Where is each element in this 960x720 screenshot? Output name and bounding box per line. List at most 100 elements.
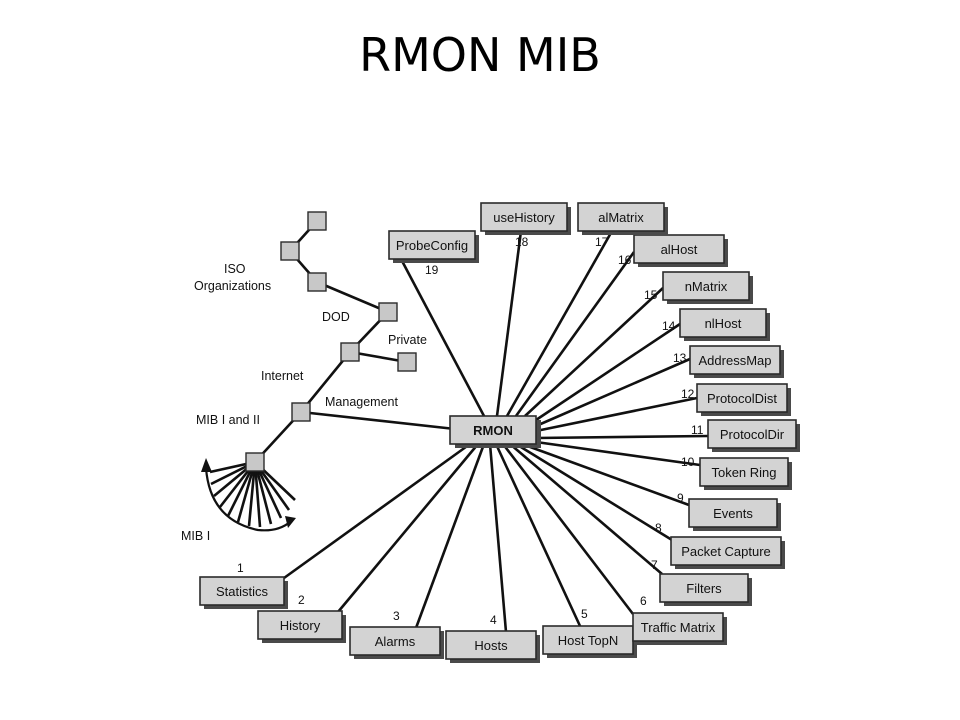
spoke-alhost bbox=[514, 251, 636, 417]
tree-node-dod bbox=[378, 302, 398, 322]
group-label-addressmap: AddressMap bbox=[699, 353, 772, 368]
group-label-probeconfig: ProbeConfig bbox=[396, 238, 468, 253]
spoke-nlhost bbox=[535, 322, 681, 422]
group-box-nmatrix: nMatrix bbox=[662, 271, 753, 304]
label-management: Management bbox=[325, 395, 398, 409]
box-frame bbox=[688, 498, 778, 528]
box-frame bbox=[445, 630, 537, 660]
group-number-8: 8 bbox=[655, 521, 662, 535]
mib1-arrow bbox=[204, 467, 291, 532]
spoke-statistics bbox=[283, 442, 471, 580]
group-number-13: 13 bbox=[673, 351, 687, 365]
group-number-18: 18 bbox=[515, 235, 529, 249]
group-number-1: 1 bbox=[237, 561, 244, 575]
box-frame bbox=[199, 576, 285, 606]
group-box-history: History bbox=[257, 610, 346, 643]
box-frame bbox=[257, 610, 343, 640]
spoke-usehistory bbox=[495, 230, 523, 417]
spoke-protocoldir bbox=[535, 434, 709, 440]
spoke-traffic-matrix bbox=[501, 443, 635, 615]
group-label-traffic-matrix: Traffic Matrix bbox=[641, 620, 716, 635]
group-number-10: 10 bbox=[681, 455, 695, 469]
box-frame bbox=[707, 419, 797, 449]
group-number-19: 19 bbox=[425, 263, 439, 277]
group-number-14: 14 bbox=[662, 319, 676, 333]
group-box-almatrix: alMatrix bbox=[577, 202, 668, 235]
group-box-hosts: Hosts bbox=[445, 630, 540, 663]
spoke-almatrix bbox=[505, 230, 614, 417]
spoke-host-topn bbox=[494, 443, 582, 627]
group-label-statistics: Statistics bbox=[216, 584, 269, 599]
group-number-4: 4 bbox=[490, 613, 497, 627]
rmon-spokes bbox=[283, 230, 709, 633]
group-number-9: 9 bbox=[677, 491, 684, 505]
group-box-token-ring: Token Ring bbox=[699, 457, 792, 490]
spoke-token-ring bbox=[535, 440, 701, 467]
group-number-16: 16 bbox=[618, 253, 632, 267]
tree-node-internet bbox=[340, 342, 360, 362]
group-label-protocoldir: ProtocolDir bbox=[720, 427, 785, 442]
label-mib-i: MIB I bbox=[181, 529, 210, 543]
box-frame bbox=[633, 234, 725, 264]
label-iso: ISO bbox=[224, 262, 246, 276]
box-frame bbox=[679, 308, 767, 338]
box-frame bbox=[662, 271, 750, 301]
box-frame bbox=[689, 345, 781, 375]
spoke-protocoldist bbox=[535, 396, 698, 433]
group-label-nlhost: nlHost bbox=[705, 316, 742, 331]
label-dod: DOD bbox=[322, 310, 350, 324]
group-label-host-topn: Host TopN bbox=[558, 633, 618, 648]
group-number-3: 3 bbox=[393, 609, 400, 623]
group-number-5: 5 bbox=[581, 607, 588, 621]
box-frame bbox=[480, 202, 568, 232]
group-box-alhost: alHost bbox=[633, 234, 728, 267]
tree-node-management bbox=[291, 402, 311, 422]
group-box-addressmap: AddressMap bbox=[689, 345, 784, 378]
group-box-statistics: Statistics bbox=[199, 576, 288, 609]
mib-tree: ISO Organizations DOD Private Internet M… bbox=[181, 211, 456, 543]
group-label-events: Events bbox=[713, 506, 753, 521]
tree-node-iso-3 bbox=[307, 272, 327, 292]
rmon-label: RMON bbox=[473, 423, 513, 438]
group-label-history: History bbox=[280, 618, 321, 633]
group-box-packet-capture: Packet Capture bbox=[670, 536, 785, 569]
box-frame bbox=[632, 612, 724, 642]
group-number-17: 17 bbox=[595, 235, 609, 249]
group-label-almatrix: alMatrix bbox=[598, 210, 644, 225]
group-box-filters: Filters bbox=[659, 573, 752, 606]
tree-node-mib1 bbox=[245, 452, 265, 472]
group-label-token-ring: Token Ring bbox=[711, 465, 776, 480]
group-number-12: 12 bbox=[681, 387, 695, 401]
group-box-host-topn: Host TopN bbox=[542, 625, 637, 658]
spoke-hosts bbox=[488, 443, 508, 633]
group-label-packet-capture: Packet Capture bbox=[681, 544, 771, 559]
group-label-hosts: Hosts bbox=[474, 638, 508, 653]
box-frame bbox=[388, 230, 476, 260]
group-label-alhost: alHost bbox=[661, 242, 698, 257]
box-frame bbox=[699, 457, 789, 487]
label-internet: Internet bbox=[261, 369, 304, 383]
spoke-alarms bbox=[414, 443, 486, 629]
group-box-nlhost: nlHost bbox=[679, 308, 770, 341]
group-box-alarms: Alarms bbox=[349, 626, 444, 659]
box-frame bbox=[577, 202, 665, 232]
group-box-probeconfig: ProbeConfig bbox=[388, 230, 479, 263]
slide-title: RMON MIB bbox=[359, 28, 601, 82]
group-number-7: 7 bbox=[651, 558, 658, 572]
label-organizations: Organizations bbox=[194, 279, 271, 293]
group-number-2: 2 bbox=[298, 593, 305, 607]
group-box-protocoldir: ProtocolDir bbox=[707, 419, 800, 452]
group-label-usehistory: useHistory bbox=[493, 210, 555, 225]
spoke-addressmap bbox=[535, 357, 691, 428]
box-frame bbox=[349, 626, 441, 656]
group-box-events: Events bbox=[688, 498, 781, 531]
group-number-6: 6 bbox=[640, 594, 647, 608]
group-label-protocoldist: ProtocolDist bbox=[707, 391, 777, 406]
spoke-history bbox=[337, 443, 479, 613]
group-number-15: 15 bbox=[644, 288, 658, 302]
mib1-fan bbox=[209, 460, 296, 528]
box-frame bbox=[696, 383, 788, 413]
